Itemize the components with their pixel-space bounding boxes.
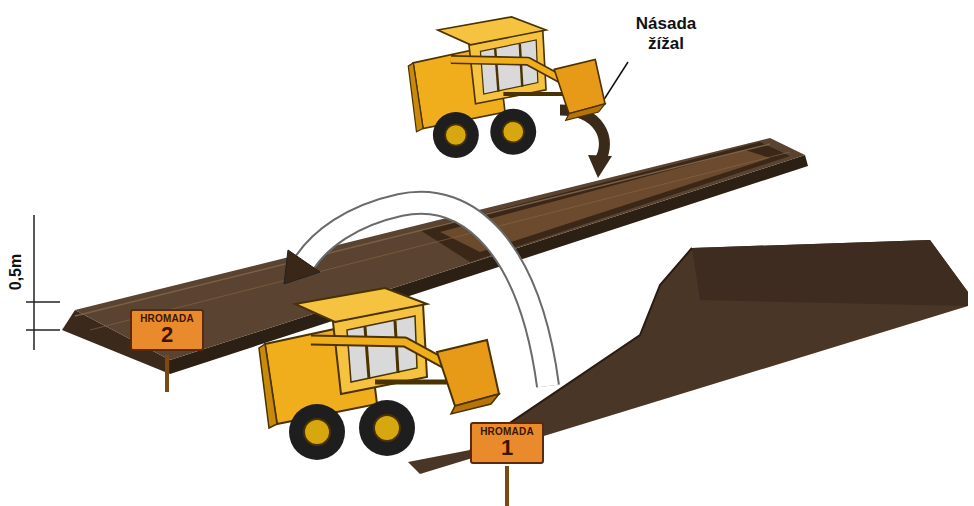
sign-heading: HROMADA bbox=[478, 426, 536, 437]
skid-steer-loader bbox=[259, 288, 499, 460]
sign-post bbox=[165, 355, 169, 392]
pile-number: 1 bbox=[478, 437, 536, 459]
callout-label: Násada žížal bbox=[628, 14, 704, 54]
pile-sign: HROMADA1 bbox=[470, 422, 544, 464]
height-dimension bbox=[26, 215, 60, 350]
dimension-label: 0,5m bbox=[7, 254, 25, 290]
skid-steer-loader bbox=[408, 17, 605, 158]
pile-sign: HROMADA2 bbox=[130, 309, 204, 351]
windrow-1 bbox=[408, 240, 968, 474]
sign-post bbox=[505, 466, 509, 506]
sign-heading: HROMADA bbox=[138, 313, 196, 324]
pile-number: 2 bbox=[138, 324, 196, 346]
